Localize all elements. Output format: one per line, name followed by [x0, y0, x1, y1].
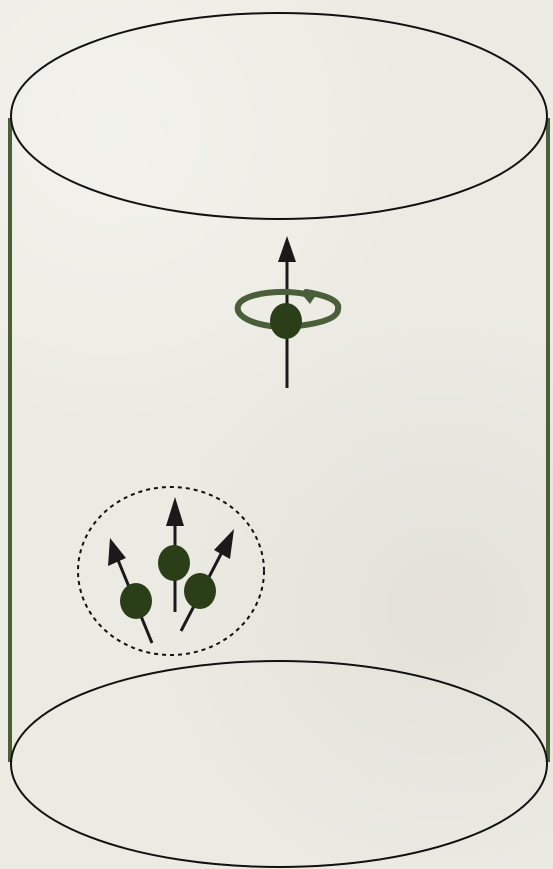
center-spin-arrowhead [166, 497, 184, 526]
spin-arrowhead [278, 236, 296, 262]
spinning-particle-icon [238, 236, 339, 388]
left-spin-arrowhead [108, 538, 126, 566]
center-particle [158, 545, 190, 581]
cylinder-top-ellipse [11, 13, 547, 219]
spin-ring-arrow [300, 292, 318, 304]
spin-cluster-icon [78, 487, 264, 655]
cylinder-bottom-ellipse [11, 661, 547, 867]
right-particle [184, 573, 216, 609]
particle [270, 303, 302, 339]
left-particle [120, 583, 152, 619]
right-spin-arrowhead [214, 529, 234, 559]
